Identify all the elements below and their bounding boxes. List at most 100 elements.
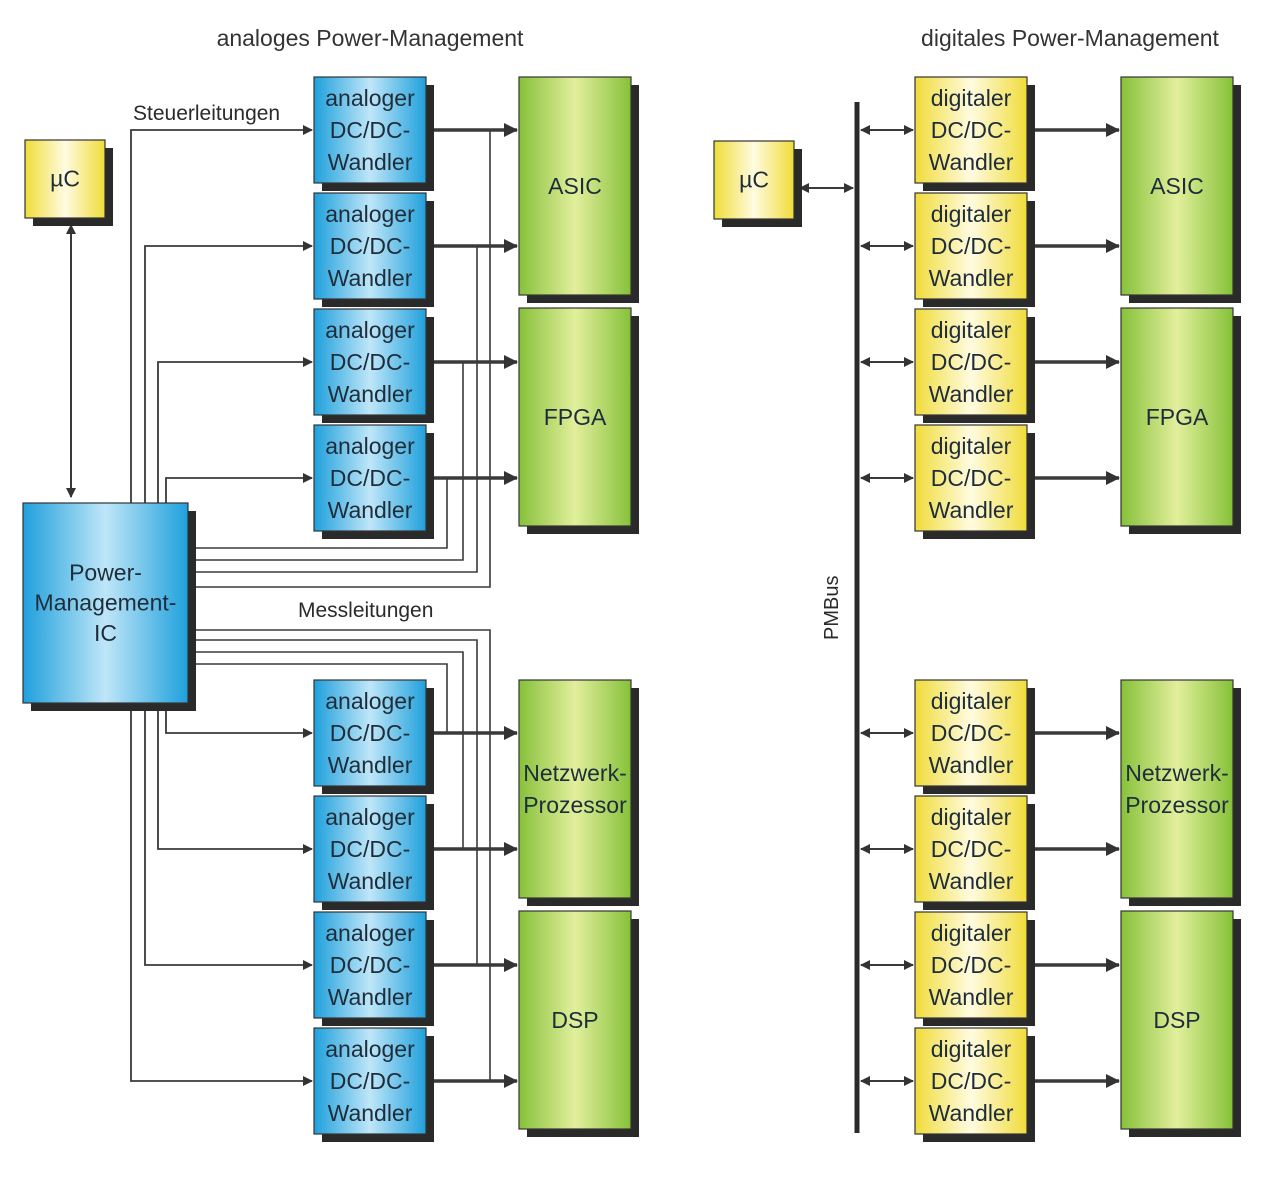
- analog-converter-1-label: analoger: [325, 85, 415, 111]
- digital-converter-1-label: digitaler: [931, 85, 1012, 111]
- digital-converter-5-label: digitaler: [931, 688, 1012, 714]
- analog-load-3-label: Netzwerk-: [523, 760, 627, 786]
- digital-load-2: FPGA: [1120, 307, 1241, 534]
- analog-converter-3-label: Wandler: [328, 381, 413, 407]
- analog-load-4-body: [518, 910, 632, 1130]
- measure-line: [195, 246, 478, 573]
- digital-load-3-label: Netzwerk-: [1125, 760, 1229, 786]
- digital-converter-1-label: Wandler: [929, 149, 1014, 175]
- control-line: [144, 241, 313, 503]
- digital-converter-5-body: [914, 679, 1028, 787]
- digital-converter-3-label: DC/DC-: [931, 349, 1012, 375]
- digital-converter-5-label: DC/DC-: [931, 720, 1012, 746]
- digital-converter-2-label: DC/DC-: [931, 233, 1012, 259]
- control-line: [130, 125, 313, 503]
- analog-converter-7-label: analoger: [325, 920, 415, 946]
- analog-converter-2-body: [313, 192, 427, 300]
- digital-uc-box-body: [713, 140, 795, 220]
- digital-converter-4-body: [914, 424, 1028, 532]
- control-line: [130, 708, 313, 1086]
- digital-load-3: Netzwerk- Prozessor: [1120, 679, 1241, 906]
- digital-converter-8-body: [914, 1027, 1028, 1135]
- analog-load-2-label: FPGA: [544, 404, 607, 430]
- digital-load-1-label: ASIC: [1150, 173, 1204, 199]
- analog-converter-6-label: Wandler: [328, 868, 413, 894]
- control-line: [157, 708, 313, 854]
- pmic-box-body: [22, 502, 189, 704]
- digital-converter-3-label: Wandler: [929, 381, 1014, 407]
- control-line: [144, 708, 313, 970]
- control-line: [165, 708, 313, 738]
- digital-load-4-body: [1120, 910, 1234, 1130]
- digital-converter-6-label: digitaler: [931, 804, 1012, 830]
- digital-load-4-label: DSP: [1153, 1007, 1200, 1033]
- digital-load-2-label: FPGA: [1146, 404, 1209, 430]
- analog-converter-1-body: [313, 76, 427, 184]
- analog-converter-7-label: DC/DC-: [330, 952, 411, 978]
- digital-converter-7-label: digitaler: [931, 920, 1012, 946]
- analog-converter-3-body: [313, 308, 427, 416]
- pmic-box-label: Management-: [35, 590, 177, 616]
- analog-converter-4-body: [313, 424, 427, 532]
- digital-converter-5-label: Wandler: [929, 752, 1014, 778]
- digital-converter-3-label: digitaler: [931, 317, 1012, 343]
- digital-load-3-label: Prozessor: [1125, 792, 1229, 818]
- control-line: [157, 357, 313, 503]
- analog-uc-box-label: µC: [50, 166, 80, 192]
- measure-line: [195, 663, 448, 733]
- analog-load-2-body: [518, 307, 632, 527]
- measure-line: [195, 629, 491, 1081]
- analog-converter-2-label: Wandler: [328, 265, 413, 291]
- analog-converter-8-label: analoger: [325, 1036, 415, 1062]
- digital-load-2-body: [1120, 307, 1234, 527]
- wires: [66, 102, 1120, 1133]
- digital-converter-4-label: Wandler: [929, 497, 1014, 523]
- analog-converter-8-label: DC/DC-: [330, 1068, 411, 1094]
- pmic-box: Power- Management- IC: [22, 502, 196, 711]
- analog-converter-1-label: DC/DC-: [330, 117, 411, 143]
- pmic-box-label: Power-: [69, 559, 142, 585]
- pmbus-label: PMBus: [821, 576, 843, 640]
- digital-converter-8-label: DC/DC-: [931, 1068, 1012, 1094]
- measure-line: [195, 651, 464, 849]
- analog-title: analoges Power-Management: [217, 25, 524, 51]
- analog-load-1-body: [518, 76, 632, 296]
- analog-load-4: DSP: [518, 910, 639, 1137]
- analog-load-3: Netzwerk- Prozessor: [518, 679, 639, 906]
- analog-load-3-label: Prozessor: [523, 792, 627, 818]
- digital-load-1: ASIC: [1120, 76, 1241, 303]
- analog-converter-2-label: DC/DC-: [330, 233, 411, 259]
- digital-converter-2-body: [914, 192, 1028, 300]
- analog-converter-8-body: [313, 1027, 427, 1135]
- digital-converter-8-label: Wandler: [929, 1100, 1014, 1126]
- analog-load-3-body: [518, 679, 632, 899]
- analog-load-4-label: DSP: [551, 1007, 598, 1033]
- digital-converter-1-body: [914, 76, 1028, 184]
- digital-converter-6-label: DC/DC-: [931, 836, 1012, 862]
- analog-converter-5-label: Wandler: [328, 752, 413, 778]
- analog-converter-3-label: DC/DC-: [330, 349, 411, 375]
- analog-converter-5-label: analoger: [325, 688, 415, 714]
- pmic-box-label: IC: [94, 620, 117, 646]
- digital-converter-6-label: Wandler: [929, 868, 1014, 894]
- digital-converter-7-label: Wandler: [929, 984, 1014, 1010]
- analog-converter-6-label: analoger: [325, 804, 415, 830]
- digital-load-4: DSP: [1120, 910, 1241, 1137]
- digital-load-1-body: [1120, 76, 1234, 296]
- analog-converter-6-body: [313, 795, 427, 903]
- analog-converter-5-label: DC/DC-: [330, 720, 411, 746]
- analog-converter-6-label: DC/DC-: [330, 836, 411, 862]
- digital-uc-box: µC: [713, 140, 802, 227]
